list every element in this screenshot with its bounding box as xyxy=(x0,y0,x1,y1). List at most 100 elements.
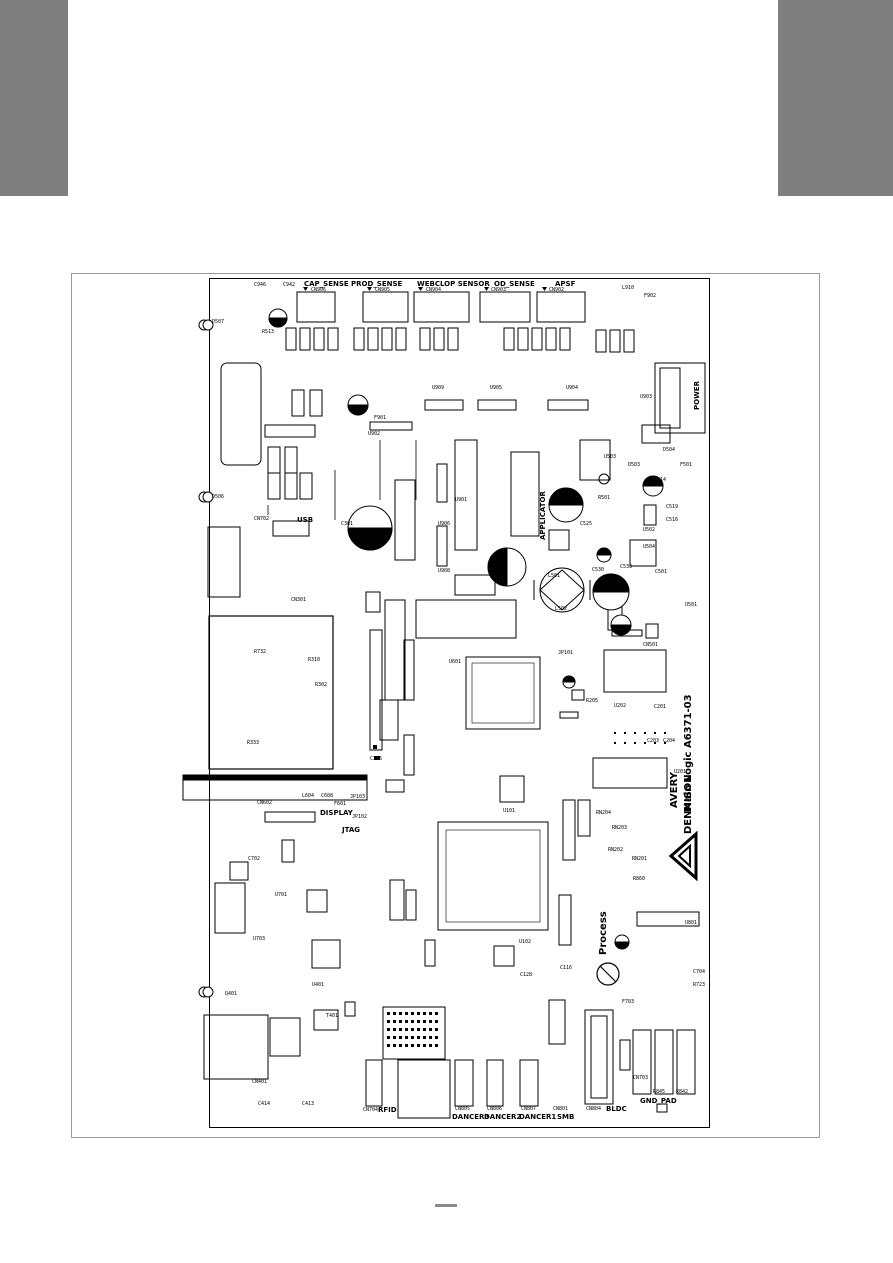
bldc-label: BLDC xyxy=(606,1105,627,1113)
connector-body-left-3 xyxy=(214,882,246,934)
f703-label: F703 xyxy=(622,999,635,1005)
lead-free-mark-icon xyxy=(596,962,620,986)
r845-label: R845 xyxy=(653,1089,666,1095)
u801-label: U801 xyxy=(685,920,698,926)
d507-label: D507 xyxy=(212,319,225,325)
u908-label: U908 xyxy=(438,568,451,574)
od-sense-connector xyxy=(479,291,531,323)
board-title: Main Logic A6371-03 xyxy=(683,694,694,812)
r842-label: R842 xyxy=(676,1089,689,1095)
cn903-label: CN903 xyxy=(491,287,507,293)
c306-label: C306 xyxy=(370,756,383,762)
r723-label: R723 xyxy=(693,982,706,988)
u201-label: U201 xyxy=(674,769,687,775)
jp102-label: JP102 xyxy=(352,814,368,820)
c413-label: C413 xyxy=(302,1101,315,1107)
rfid-label: RFID xyxy=(378,1106,397,1114)
cn904-label: CN904 xyxy=(426,287,442,293)
webclop-connector xyxy=(413,291,470,323)
ribbon-slot xyxy=(182,774,368,780)
u901-label: U901 xyxy=(455,497,468,503)
cap-sense-connector xyxy=(296,291,336,323)
c704-label: C704 xyxy=(693,969,706,975)
cn905-label: CN905 xyxy=(375,287,391,293)
avery-dennison-logo-icon xyxy=(668,830,698,882)
rn204-label: RN204 xyxy=(596,810,612,816)
r333-label: R333 xyxy=(247,740,260,746)
applicator-label: APPLICATOR xyxy=(539,491,547,540)
c525-label: C525 xyxy=(580,521,593,527)
u909-label: U909 xyxy=(432,385,445,391)
u902-label: U902 xyxy=(368,431,381,437)
u503-label: U503 xyxy=(604,454,617,460)
u504-label: U504 xyxy=(643,544,656,550)
process-label: Process xyxy=(598,911,609,955)
d503-label: D503 xyxy=(628,462,641,468)
l501-label: L501 xyxy=(548,573,561,579)
connector-body-left-4 xyxy=(269,1017,301,1057)
u101-label: U101 xyxy=(503,808,516,814)
t401-label: T401 xyxy=(326,1013,339,1019)
l604-label: L604 xyxy=(302,793,315,799)
f902-label: F902 xyxy=(644,293,657,299)
r205-label: R205 xyxy=(586,698,599,704)
u201-chip xyxy=(592,757,668,789)
ethernet-connector-body xyxy=(203,1014,269,1080)
r310-label: R310 xyxy=(308,657,321,663)
c533-label: C533 xyxy=(620,564,633,570)
cn703-label: CN703 xyxy=(633,1075,649,1081)
page-corner-tab-right xyxy=(778,0,893,196)
power-label: POWER xyxy=(693,381,701,410)
u101-chip xyxy=(437,821,549,931)
u904-label: U904 xyxy=(566,385,579,391)
cn602-label: CN602 xyxy=(257,800,273,806)
cn805-label: CN805 xyxy=(455,1106,471,1112)
jp101-label: JP101 xyxy=(558,650,574,656)
c301-label: C301 xyxy=(341,521,354,527)
prod-sense-connector xyxy=(362,291,409,323)
u701-label: U701 xyxy=(275,892,288,898)
cn702-label: CN702 xyxy=(254,516,270,522)
u202-label: U202 xyxy=(614,703,627,709)
r732-label: R732 xyxy=(254,649,267,655)
rn201-label: RN201 xyxy=(632,856,648,862)
power-connector-inner xyxy=(659,367,681,429)
r860-label: R860 xyxy=(633,876,646,882)
page-corner-tab-left xyxy=(0,0,68,196)
c414-label: C414 xyxy=(258,1101,271,1107)
q401-label: Q401 xyxy=(225,991,238,997)
od-sense-label: OD_SENSE xyxy=(494,280,535,288)
u502-label: U502 xyxy=(643,527,656,533)
u102-label: U102 xyxy=(519,939,532,945)
prod-sense-label: PROD_SENSE xyxy=(351,280,403,288)
cn501-label: CN501 xyxy=(643,642,659,648)
connector-body-left-1 xyxy=(220,362,262,466)
cn902-label: CN902 xyxy=(549,287,565,293)
r513-label: R513 xyxy=(262,329,275,335)
cn804-label: CN804 xyxy=(586,1106,602,1112)
webclop-sensor-label: WEBCLOP SENSOR xyxy=(417,280,490,288)
u401-chip xyxy=(311,939,341,969)
pcb-board-outline xyxy=(209,278,710,1128)
cn807-label: CN807 xyxy=(521,1106,537,1112)
l502-label: L502 xyxy=(555,606,568,612)
c519-label: C519 xyxy=(666,504,679,510)
jp103-label: JP103 xyxy=(350,794,366,800)
cn801-label: CN801 xyxy=(553,1106,569,1112)
apsf-connector xyxy=(536,291,586,323)
cn401-label: CN401 xyxy=(252,1079,268,1085)
dancer1-label: DANCER1 xyxy=(519,1113,557,1121)
c204-label: C204 xyxy=(663,738,676,744)
l910-label: L910 xyxy=(622,285,635,291)
u501-label: U501 xyxy=(685,602,698,608)
cn704-label: CN704 xyxy=(363,1107,379,1113)
connector-body-left-2 xyxy=(207,526,241,598)
f601-label: F601 xyxy=(334,801,347,807)
c128-label: C128 xyxy=(520,972,533,978)
power-connector xyxy=(654,362,706,434)
c942-label: C942 xyxy=(283,282,296,288)
cn906-label: CN906 xyxy=(311,287,327,293)
cap-sense-label: CAP_SENSE xyxy=(304,280,349,288)
dancer2-label: DANCER2 xyxy=(484,1113,522,1121)
